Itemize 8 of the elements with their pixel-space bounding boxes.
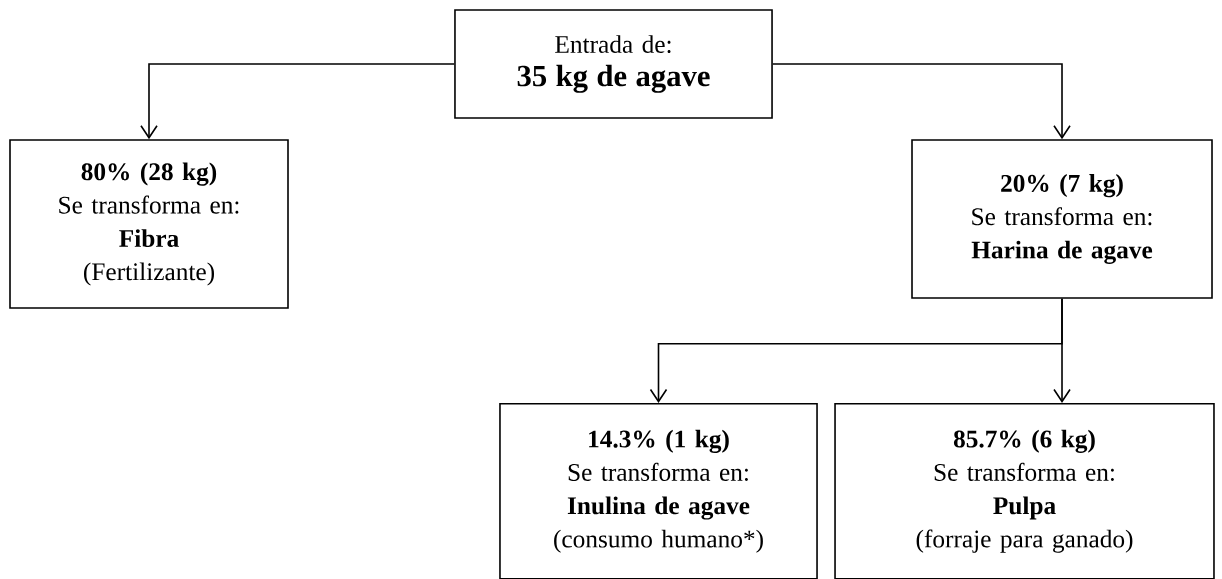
process-box: 85.7% (6 kg) Se transforma en: Pulpa (forraje para ganado) [834,403,1215,579]
process-box: Entrada de: 35 kg de agave [454,9,773,119]
process-box: 20% (7 kg) Se transforma en: Harina de agave [911,139,1213,299]
process-box: 80% (28 kg) Se transforma en: Fibra (Fertilizante) [9,139,289,309]
arrow [140,63,455,140]
process-box: 14.3% (1 kg) Se transforma en: Inulina de agave (consumo humano*) [499,403,818,579]
arrow [772,63,1071,140]
arrow [1053,298,1071,403]
